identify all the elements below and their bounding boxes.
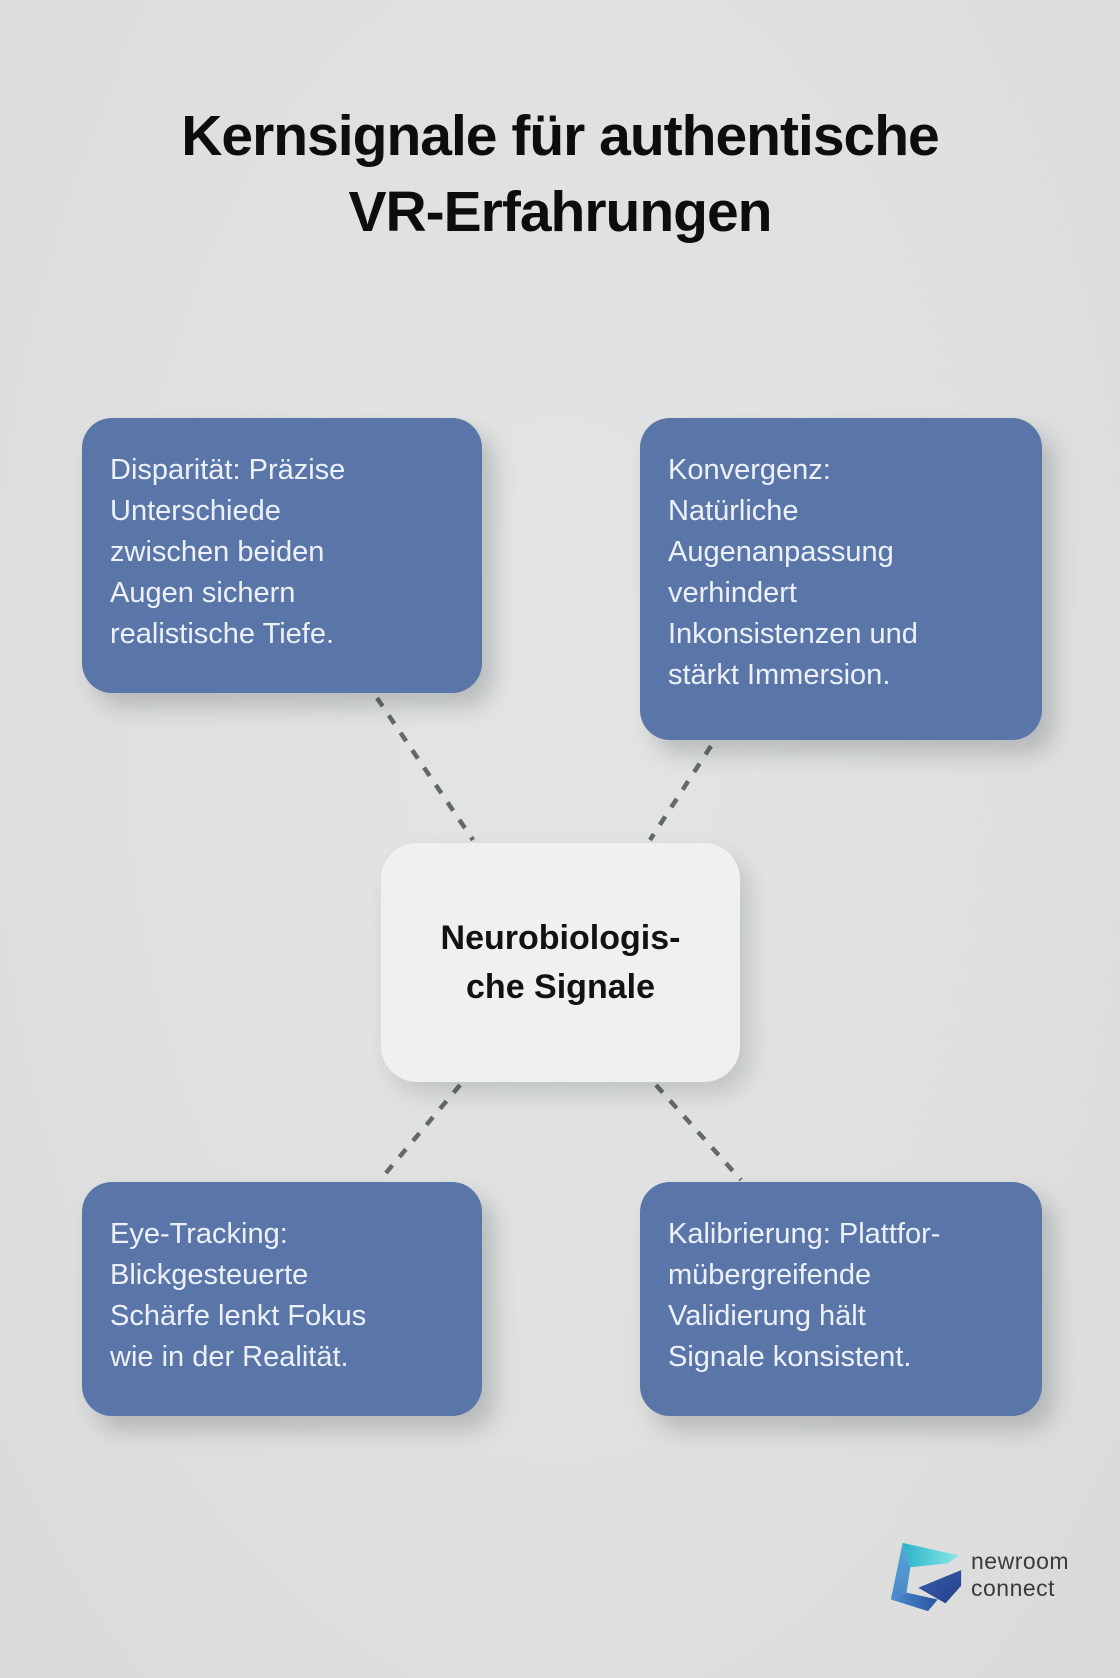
node-disparitaet: Disparität: Präzise Unterschiede zwische… [82, 418, 482, 693]
node-text-line: Augen sichern [110, 577, 296, 609]
node-text-line: Blickgesteuerte [110, 1259, 309, 1291]
node-kalibrierung: Kalibrierung: Plattfor- mübergreifende V… [640, 1182, 1042, 1416]
connector-bottom-left [378, 1083, 462, 1182]
node-text-line: Eye-Tracking: [110, 1218, 288, 1250]
brand-name-line-1: newroom [971, 1548, 1070, 1574]
brand-name-line-2: connect [971, 1575, 1056, 1601]
brand-name: newroom connect [971, 1548, 1069, 1602]
node-text-line: wie in der Realität. [110, 1341, 349, 1373]
node-text-line: realistische Tiefe. [110, 618, 335, 650]
page-title-line-2: VR-Erfahrungen [348, 180, 772, 244]
node-text-line: zwischen beiden [110, 536, 325, 568]
node-text-line: Konvergenz: [668, 454, 831, 486]
node-text-line: Unterschiede [110, 495, 281, 527]
node-text-line: verhindert [668, 577, 797, 609]
node-text-line: Augenanpassung [668, 536, 894, 568]
node-text-line: Kalibrierung: Plattfor- [668, 1218, 941, 1250]
node-text-line: Validierung hält [668, 1300, 866, 1332]
node-text-line: Disparität: Präzise [110, 454, 346, 486]
connector-bottom-right [654, 1083, 743, 1182]
center-node-neurobiologische-signale: Neurobiologis- che Signale [381, 843, 740, 1082]
connector-top-left [375, 696, 475, 842]
node-text-line: Signale konsistent. [668, 1341, 912, 1373]
page-title: Kernsignale für authentische VR-Erfahrun… [0, 98, 1120, 250]
node-text-line: mübergreifende [668, 1259, 872, 1291]
node-eye-tracking: Eye-Tracking: Blickgesteuerte Schärfe le… [82, 1182, 482, 1416]
connector-top-right [648, 744, 713, 842]
center-node-line-2: che Signale [466, 967, 655, 1006]
node-text-line: Inkonsistenzen und [668, 618, 918, 650]
newroom-connect-logo-icon [890, 1542, 962, 1612]
page-title-line-1: Kernsignale für authentische [181, 104, 940, 168]
node-text-line: stärkt Immersion. [668, 659, 891, 691]
brand-logo: newroom connect [886, 1541, 1069, 1613]
node-konvergenz: Konvergenz: Natürliche Augenanpassung ve… [640, 418, 1042, 740]
node-text-line: Schärfe lenkt Fokus [110, 1300, 367, 1332]
center-node-line-1: Neurobiologis- [440, 918, 681, 957]
node-text-line: Natürliche [668, 495, 799, 527]
